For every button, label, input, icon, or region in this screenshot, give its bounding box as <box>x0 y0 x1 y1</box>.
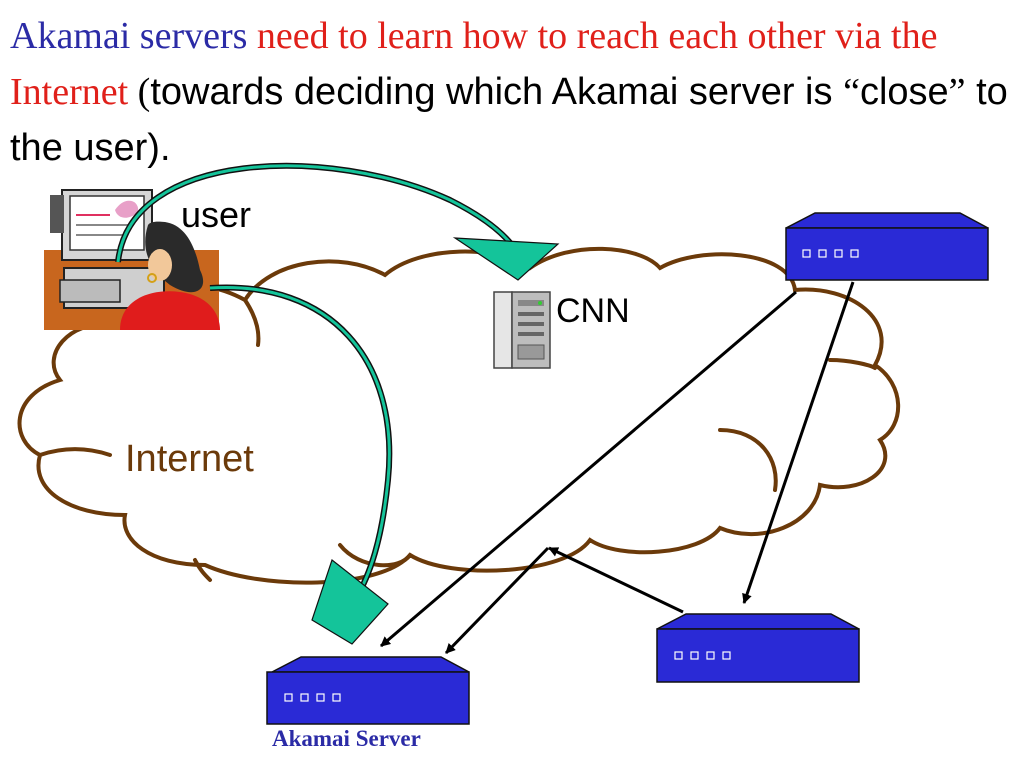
title-part-blue: Akamai servers <box>10 15 257 57</box>
akamai-server-label: Akamai Server <box>272 726 421 751</box>
curve-arrow-user-to-cnn <box>115 162 560 281</box>
arrow-topright-to-akamai <box>380 290 797 648</box>
internet-label: Internet <box>125 438 254 480</box>
user-at-computer-icon <box>44 189 220 330</box>
title-part-red: need to learn how to reach each other vi… <box>10 15 938 113</box>
title-quote-open: “ <box>843 71 860 113</box>
slide-title: Akamai servers need to learn how to reac… <box>10 8 1010 176</box>
internet-cloud <box>17 246 901 585</box>
curve-arrow-user-to-akamai <box>209 284 393 645</box>
title-part-black: towards deciding which Akamai server is <box>150 71 844 113</box>
server-tower-icon <box>493 291 551 369</box>
title-quote-word: close <box>859 71 949 113</box>
akamai-server-top-right <box>785 212 989 281</box>
user-label: user <box>181 194 252 235</box>
akamai-server-bottom-left <box>266 656 470 725</box>
title-part-end: to the user). <box>10 71 1008 169</box>
arrow-cloud-to-akamai <box>444 546 550 655</box>
akamai-server-bottom-right <box>656 613 860 683</box>
cnn-label: CNN <box>556 292 630 330</box>
arrow-topright-to-bottomright <box>742 281 855 604</box>
title-paren: ( <box>137 71 151 113</box>
title-quote-close: ” <box>948 71 966 113</box>
arrow-bottomright-to-cloud <box>548 546 684 614</box>
network-arrows <box>380 281 855 655</box>
